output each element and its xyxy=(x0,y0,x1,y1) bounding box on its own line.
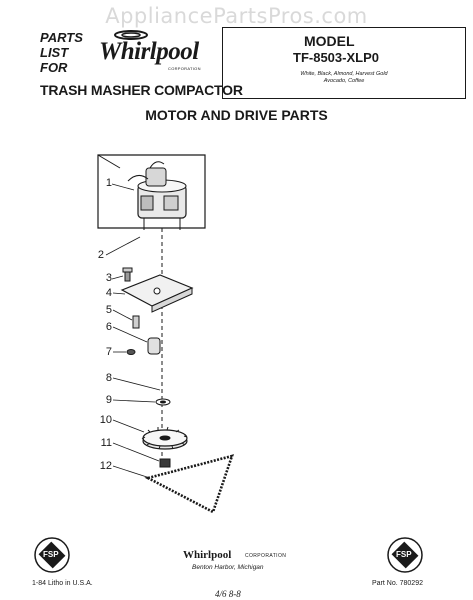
callout-3: 3 xyxy=(105,272,112,284)
parts-list-label: PARTS LIST FOR xyxy=(40,30,83,75)
part-number: Part No. 780292 xyxy=(372,580,423,587)
litho-note: 1-84 Litho in U.S.A. xyxy=(32,580,93,587)
list-label: LIST xyxy=(40,45,69,60)
footer-city: Benton Harbor, Michigan xyxy=(192,564,264,571)
bushing xyxy=(147,337,161,355)
motor-outline-box xyxy=(97,154,206,229)
callout-12: 12 xyxy=(99,460,112,472)
callout-4: 4 xyxy=(105,287,112,299)
color-options: White, Black, Almond, Harvest Gold Avoca… xyxy=(254,71,434,85)
color-options-line2: Avocado, Coffee xyxy=(323,78,365,84)
callout-2: 2 xyxy=(97,249,104,261)
motor-assembly xyxy=(127,161,187,230)
handwritten-note: 4/6 8-8 xyxy=(215,589,241,599)
brand-name: Whirlpool xyxy=(99,38,199,65)
callout-9: 9 xyxy=(105,394,112,406)
product-title: TRASH MASHER COMPACTOR xyxy=(40,82,243,98)
screw xyxy=(122,267,133,282)
brand-corporation: CORPORATION xyxy=(168,66,201,71)
fsp-badge-left-label: FSP xyxy=(43,550,59,559)
watermark: AppliancePartsPros.com xyxy=(105,4,368,28)
section-title: MOTOR AND DRIVE PARTS xyxy=(145,107,328,123)
drive-chain xyxy=(144,454,235,514)
callout-5: 5 xyxy=(105,304,112,316)
footer-corporation: CORPORATION xyxy=(245,553,287,559)
model-number: TF-8503-XLP0 xyxy=(293,50,379,65)
model-box xyxy=(222,27,466,99)
footer-brand: Whirlpool xyxy=(183,549,232,561)
for-label: FOR xyxy=(40,60,68,75)
callout-7: 7 xyxy=(105,346,112,358)
spacer-pin xyxy=(132,315,140,329)
sprocket-gear xyxy=(141,426,188,450)
callout-10: 10 xyxy=(99,414,112,426)
callout-8: 8 xyxy=(105,372,112,384)
parts-label: PARTS xyxy=(40,30,83,45)
callout-11: 11 xyxy=(100,437,112,449)
callout-6: 6 xyxy=(105,321,112,333)
washer-small xyxy=(126,349,136,355)
model-label: MODEL xyxy=(304,33,355,49)
fsp-badge-right-label: FSP xyxy=(396,550,412,559)
callout-1: 1 xyxy=(105,177,112,189)
nut xyxy=(159,458,171,468)
color-options-line1: White, Black, Almond, Harvest Gold xyxy=(300,71,388,77)
